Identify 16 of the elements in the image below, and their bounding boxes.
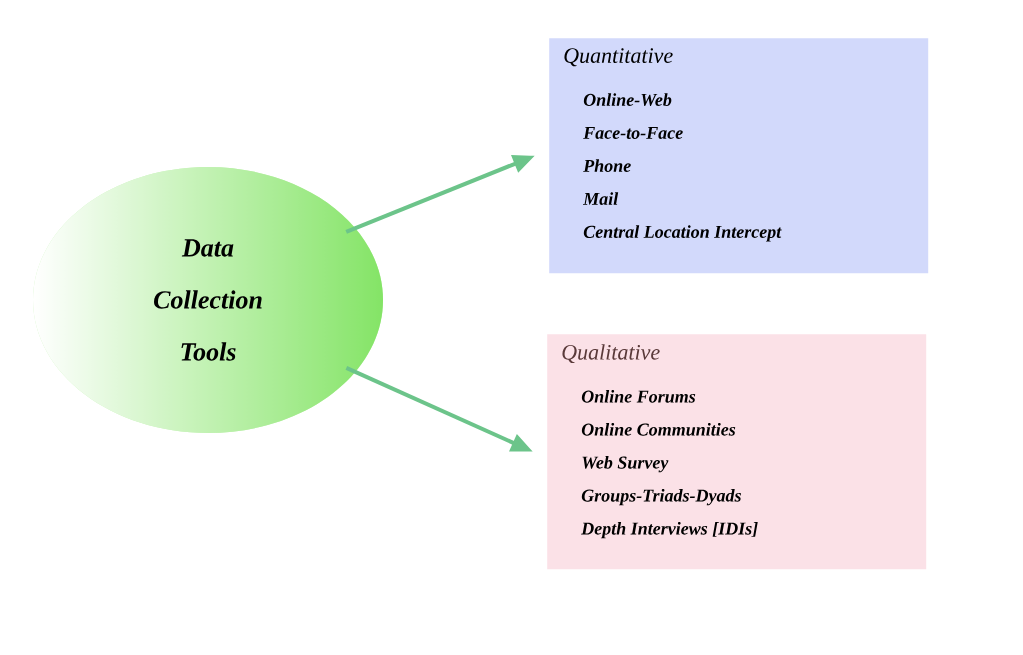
list-item: Web Survey [582,455,669,473]
list-item: Groups-Triads-Dyads [581,488,741,506]
list-item: Depth Interviews [IDIs] [581,521,758,539]
ellipse-title: Data Collection Tools [154,239,262,361]
list-item: Online Communities [581,423,736,436]
text-box [549,38,929,274]
box-heading: Quantitative [564,48,673,67]
box-heading: Qualitative [562,344,660,363]
list-item: Online-Web [583,93,672,107]
text-box [547,334,927,570]
list-item: Central Location Intercept [583,225,782,242]
ellipse-node [33,167,383,433]
list-item: Online Forums [581,390,696,403]
list-item: Face-to-Face [583,127,683,139]
list-item: Mail [582,192,619,205]
list-item: Phone [583,159,631,172]
